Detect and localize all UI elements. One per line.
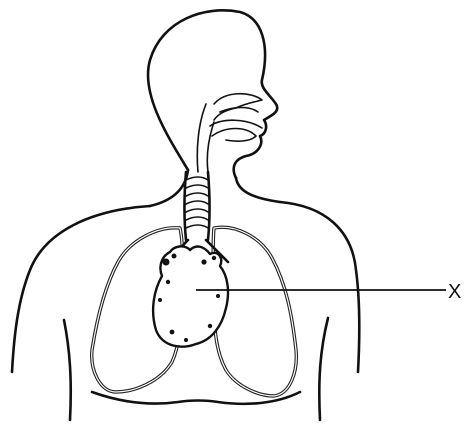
torso-right — [280, 202, 359, 372]
arm-right — [319, 318, 328, 420]
tongue — [212, 129, 256, 142]
head-outline — [148, 10, 277, 178]
neck-right — [236, 178, 280, 202]
pharynx-front — [207, 122, 214, 172]
pharynx-back — [197, 104, 206, 172]
neck-left — [150, 170, 188, 206]
arm-left — [64, 320, 71, 420]
trachea-right-wall — [208, 172, 210, 240]
label-x: X — [448, 281, 461, 303]
diaphragm — [92, 392, 300, 404]
oral-cavity — [210, 120, 262, 128]
trachea-rings — [186, 177, 208, 228]
torso-left — [12, 206, 150, 372]
